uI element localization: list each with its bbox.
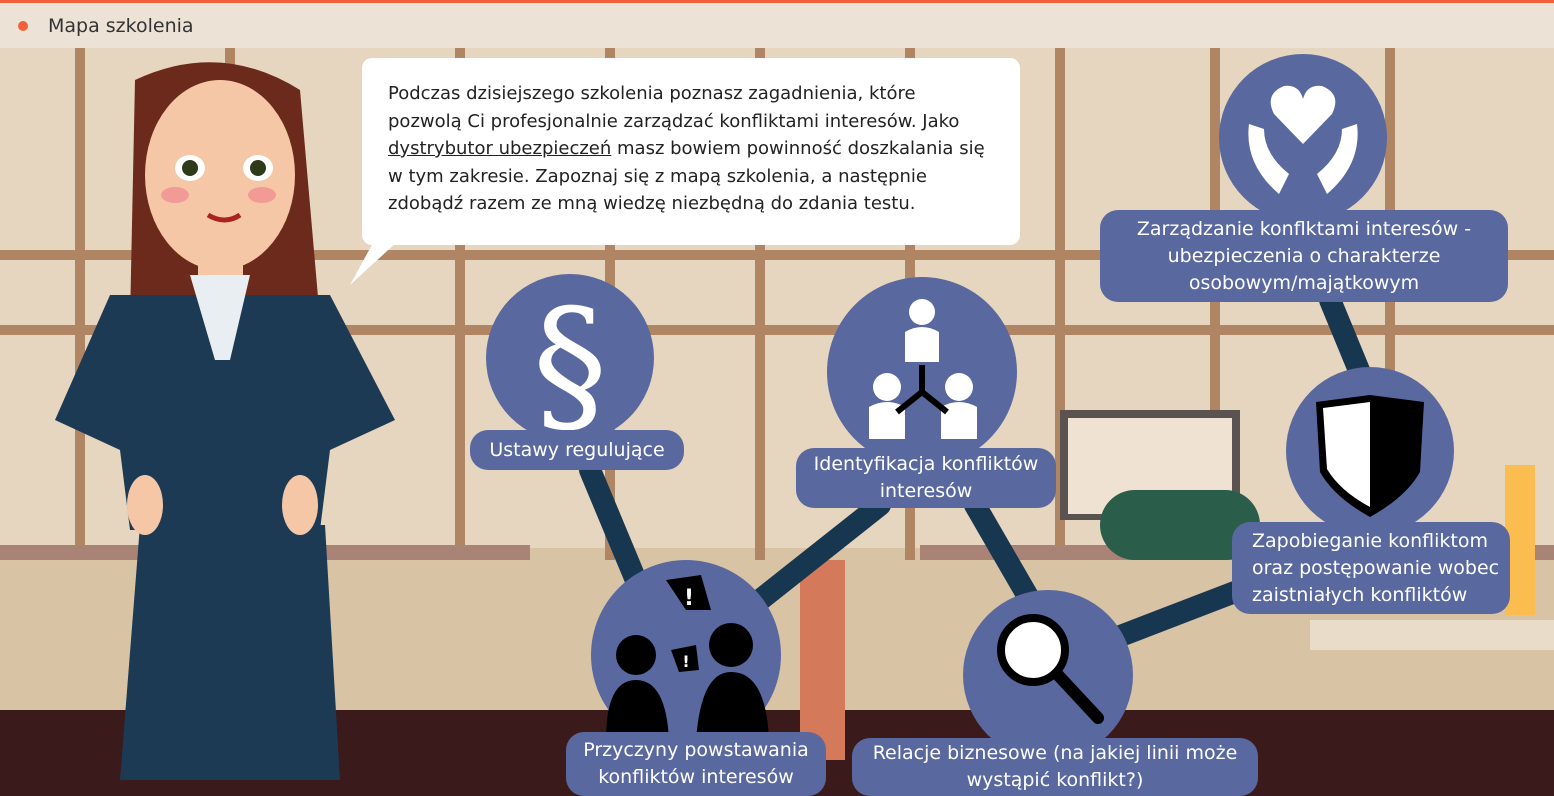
- heart-hands-icon: [1248, 85, 1358, 194]
- header: Mapa szkolenia: [0, 3, 1554, 48]
- label-przyczyny[interactable]: Przyczyny powstawania konfliktów interes…: [566, 732, 826, 796]
- bullet-icon: [18, 20, 28, 31]
- shield-icon: [1316, 395, 1424, 517]
- presenter-illustration: [55, 62, 395, 780]
- label-zarzadzanie[interactable]: Zarządzanie konflktami interesów - ubezp…: [1100, 210, 1508, 302]
- term-link[interactable]: dystrybutor ubezpieczeń: [388, 138, 612, 159]
- label-ustawy[interactable]: Ustawy regulujące: [470, 430, 684, 470]
- svg-text:!: !: [684, 586, 694, 611]
- intro-text: Podczas dzisiejszego szkolenia poznasz z…: [388, 83, 960, 132]
- speech-bubble: Podczas dzisiejszego szkolenia poznasz z…: [362, 58, 1020, 245]
- node-przyczyny[interactable]: ! !: [591, 560, 781, 750]
- label-identyfikacja[interactable]: Identyfikacja konfliktów interesów: [796, 448, 1056, 508]
- node-identyfikacja[interactable]: [827, 277, 1017, 467]
- svg-text:§: §: [533, 278, 608, 442]
- intro-text-cont: masz bowiem powinność doszkalania się w …: [388, 138, 985, 214]
- svg-text:!: !: [682, 652, 689, 671]
- node-ustawy[interactable]: §: [486, 274, 654, 442]
- node-relacje[interactable]: [963, 590, 1133, 760]
- label-zapobieganie[interactable]: Zapobieganie konfliktom oraz postępowani…: [1232, 522, 1510, 614]
- conflict-people-icon: ! !: [606, 575, 769, 740]
- magnifier-icon: [997, 614, 1104, 724]
- people-network-icon: [869, 299, 977, 439]
- node-zapobieganie[interactable]: [1286, 367, 1454, 535]
- accent-bar: [0, 0, 1554, 3]
- label-relacje[interactable]: Relacje biznesowe (na jakiej linii może …: [852, 738, 1258, 796]
- page-title: Mapa szkolenia: [48, 14, 194, 37]
- section-sign-icon: §: [533, 278, 608, 442]
- node-zarzadzanie[interactable]: [1219, 54, 1387, 222]
